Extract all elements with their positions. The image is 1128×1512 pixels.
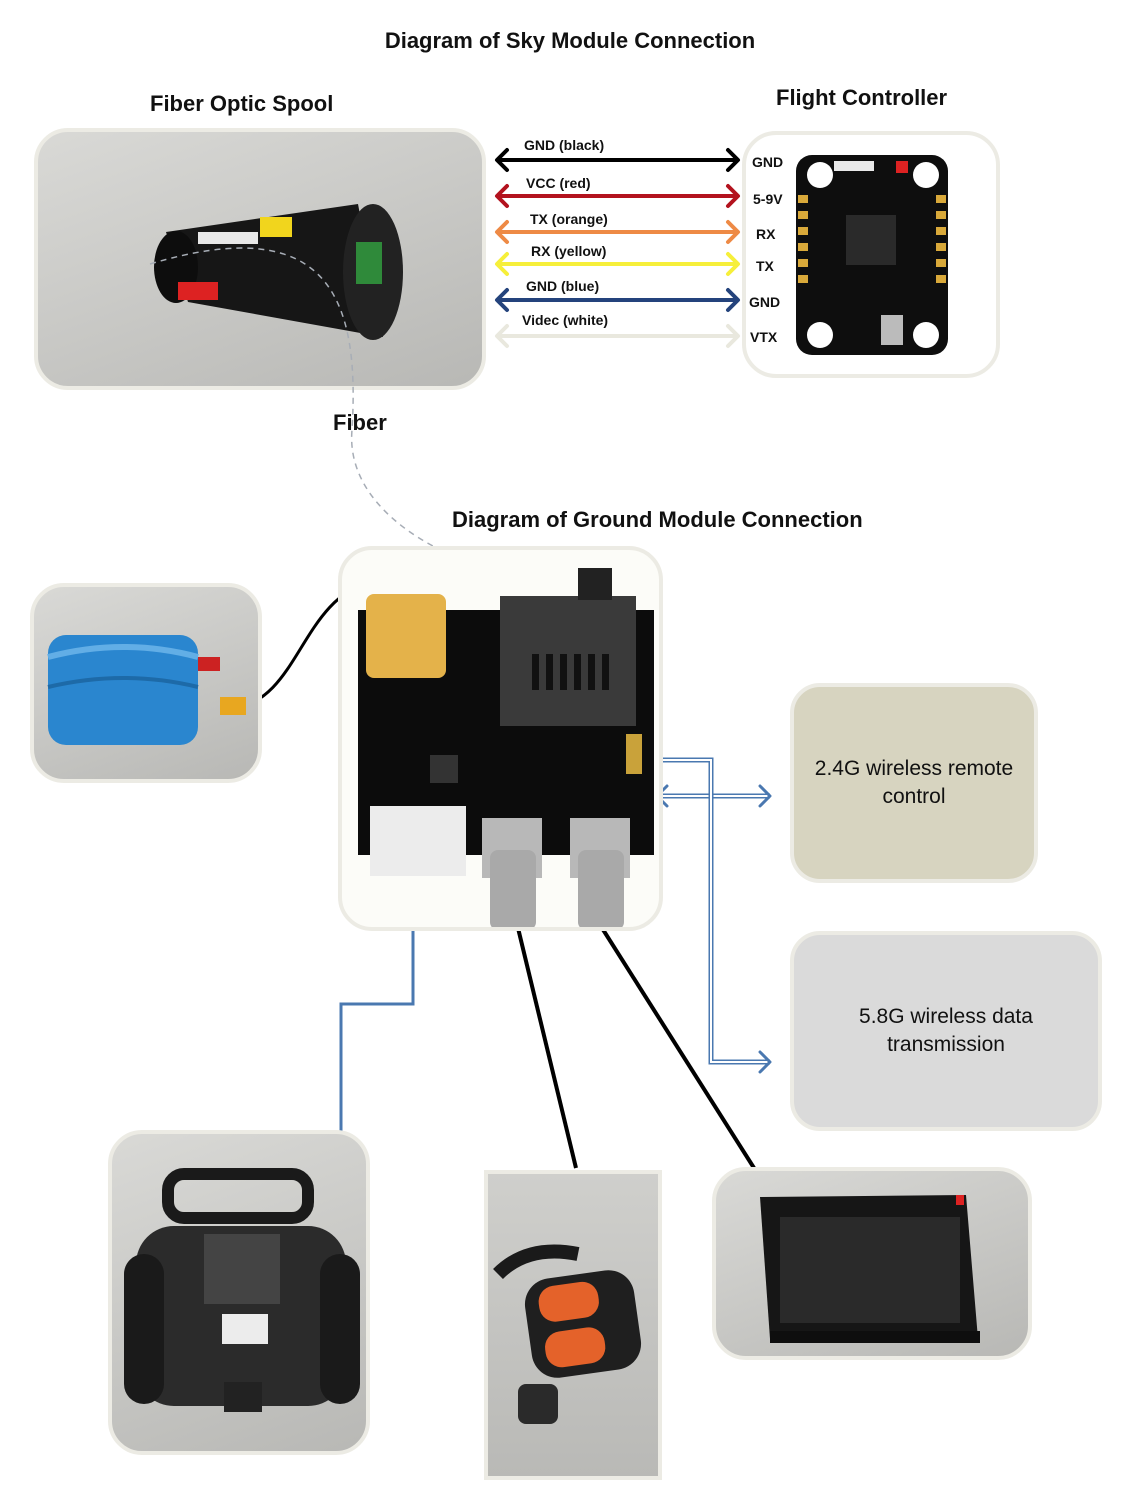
goggles-illustration bbox=[493, 1244, 642, 1424]
data-link-inner bbox=[650, 759, 770, 1063]
wire-arrow-left-5 bbox=[495, 324, 509, 348]
ground-diagram-title: Diagram of Ground Module Connection bbox=[452, 507, 863, 532]
remote-controller-photo bbox=[108, 1130, 370, 1455]
wire-arrow-right-0 bbox=[726, 148, 740, 172]
spool-illustration bbox=[154, 204, 403, 340]
wire-label-rx-yellow: RX (yellow) bbox=[531, 243, 607, 259]
fiber-label: Fiber bbox=[333, 410, 387, 435]
ground-module-photo bbox=[338, 546, 663, 931]
goggles-cable bbox=[516, 927, 578, 1169]
remote-controller-illustration bbox=[124, 1168, 360, 1412]
sky-diagram-title: Diagram of Sky Module Connection bbox=[384, 28, 756, 53]
ground-module-board bbox=[358, 568, 654, 927]
rc-arrow-right bbox=[758, 784, 772, 808]
flight-controller-title: Flight Controller bbox=[776, 85, 948, 110]
wire-arrow-right-5 bbox=[726, 324, 740, 348]
pin-label-tx: TX bbox=[756, 258, 774, 274]
pin-label-gnd-2: GND bbox=[749, 294, 781, 310]
data-transmission-box: 5.8G wireless data transmission bbox=[790, 931, 1102, 1131]
battery-illustration bbox=[47, 635, 246, 745]
wire-arrow-right-2 bbox=[726, 220, 740, 244]
goggles-photo bbox=[484, 1170, 662, 1480]
pin-label-vtx: VTX bbox=[750, 329, 778, 345]
monitor-cable bbox=[600, 926, 756, 1170]
wire-arrow-left-2 bbox=[495, 220, 509, 244]
pin-label-gnd-1: GND bbox=[752, 154, 784, 170]
pin-label-rx: RX bbox=[756, 226, 776, 242]
pin-label-5-9v: 5-9V bbox=[753, 191, 783, 207]
flight-controller-photo bbox=[742, 131, 1000, 378]
wire-arrow-right-1 bbox=[726, 184, 740, 208]
rc-box: 2.4G wireless remote control bbox=[790, 683, 1038, 883]
spool-photo bbox=[34, 128, 486, 390]
controller-cable bbox=[339, 877, 415, 1133]
wire-label-gnd-black: GND (black) bbox=[524, 137, 605, 153]
spool-title: Fiber Optic Spool bbox=[150, 91, 334, 116]
wire-arrow-left-3 bbox=[495, 252, 509, 276]
battery-photo bbox=[30, 583, 262, 783]
wire-label-gnd-blue: GND (blue) bbox=[526, 278, 600, 294]
wire-arrow-left-0 bbox=[495, 148, 509, 172]
data-arrow bbox=[758, 1050, 772, 1074]
wire-arrow-right-3 bbox=[726, 252, 740, 276]
wire-arrow-left-1 bbox=[495, 184, 509, 208]
wire-label-vcc-red: VCC (red) bbox=[526, 175, 591, 191]
rc-box-label: 2.4G wireless remote control bbox=[814, 757, 1014, 808]
data-transmission-box-label: 5.8G wireless data transmission bbox=[859, 1005, 1033, 1056]
flight-controller-board bbox=[796, 155, 948, 355]
wire-arrow-left-4 bbox=[495, 288, 509, 312]
monitor-photo bbox=[712, 1167, 1032, 1360]
monitor-illustration bbox=[760, 1195, 980, 1343]
wire-arrow-right-4 bbox=[726, 288, 740, 312]
wire-label-tx-orange: TX (orange) bbox=[530, 211, 608, 227]
wire-label-video-white: Videc (white) bbox=[522, 312, 609, 328]
